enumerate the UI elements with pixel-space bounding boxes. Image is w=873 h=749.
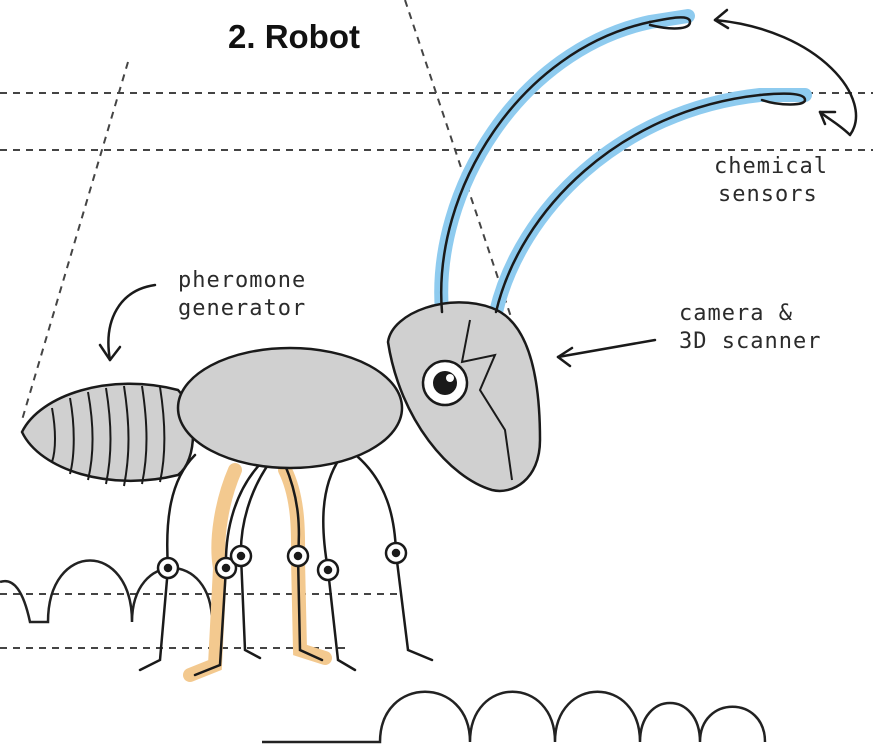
chemical-sensors-line2: sensors (714, 181, 828, 209)
diagram-title: 2. Robot (228, 18, 360, 56)
robot-head (388, 302, 540, 491)
pheromone-line1: pheromone (178, 267, 306, 295)
leg-joints (158, 543, 406, 580)
leg-highlights (190, 470, 325, 675)
camera-scanner-label: camera & 3D scanner (679, 300, 821, 355)
robot-abdomen (22, 384, 193, 486)
ground-loops-left (0, 561, 212, 623)
pheromone-line2: generator (178, 295, 306, 323)
sensors-arc-arrow (715, 20, 856, 135)
robot-thorax (178, 348, 402, 468)
pheromone-arrow (108, 285, 155, 360)
chemical-sensors-label: chemical sensors (714, 153, 828, 208)
ground-loops-bottom (262, 692, 765, 742)
pheromone-generator-label: pheromone generator (178, 267, 306, 322)
chemical-sensors-line1: chemical (714, 153, 828, 181)
camera-line2: 3D scanner (679, 328, 821, 356)
camera-line1: camera & (679, 300, 821, 328)
